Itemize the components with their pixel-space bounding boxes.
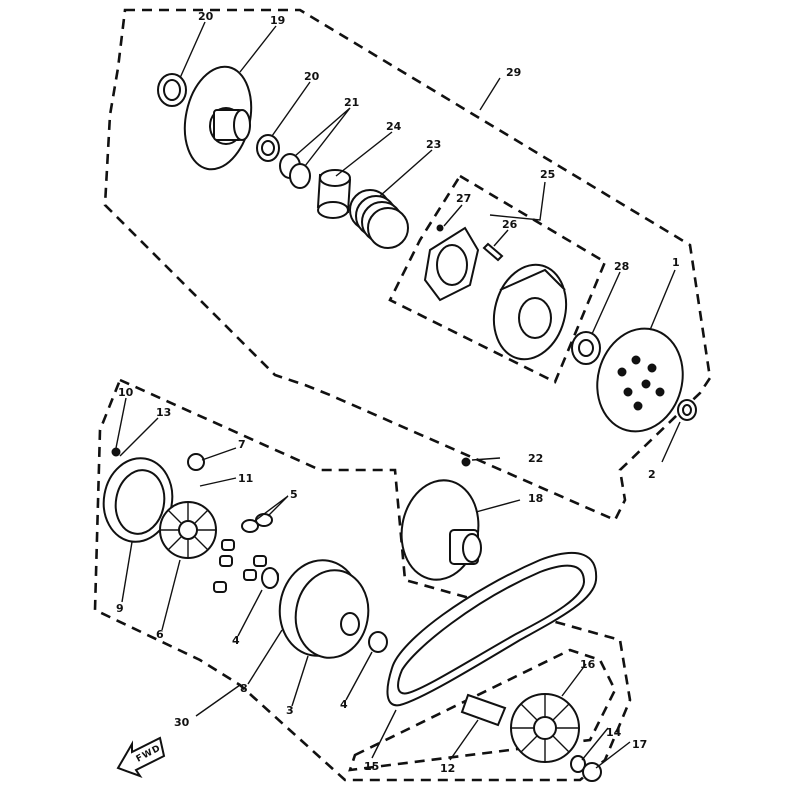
callout-9: 9	[116, 602, 124, 615]
callout-25: 25	[540, 168, 555, 181]
callout-27: 27	[456, 192, 471, 205]
washer-4-right	[368, 631, 388, 653]
nut-2	[677, 399, 697, 421]
callout-13: 13	[156, 406, 171, 419]
callout-15: 15	[364, 760, 379, 773]
washer-28	[571, 331, 601, 365]
ramp-plate-6	[159, 501, 217, 559]
callout-22: 22	[528, 452, 543, 465]
callout-4-right: 4	[340, 698, 348, 711]
callout-21: 21	[344, 96, 359, 109]
slider-5	[241, 513, 273, 533]
seal-20-top	[157, 73, 187, 107]
clutch-housing-1	[596, 327, 684, 433]
sheave-19	[183, 65, 253, 171]
group-outline-25	[388, 174, 607, 384]
callout-4-left: 4	[232, 634, 240, 647]
callout-20-top: 20	[198, 10, 214, 23]
callout-11: 11	[238, 472, 253, 485]
o-rings-21	[279, 153, 311, 189]
callout-20-mid: 20	[304, 70, 320, 83]
collar-4-left	[261, 567, 279, 589]
callout-23: 23	[426, 138, 441, 151]
spacer-12	[460, 693, 507, 727]
arrow-icon: FWD	[116, 736, 166, 778]
callout-24: 24	[386, 120, 402, 133]
plate-27	[423, 224, 480, 302]
callout-8: 8	[240, 682, 248, 695]
callout-29: 29	[506, 66, 521, 79]
pin-26	[482, 242, 504, 262]
callout-2: 2	[648, 468, 656, 481]
leader-lines	[115, 21, 681, 769]
callout-6: 6	[156, 628, 164, 641]
group-outline-29	[103, 8, 712, 522]
cover-13	[102, 457, 174, 543]
callout-26: 26	[502, 218, 518, 231]
callout-3: 3	[286, 704, 294, 717]
callout-30: 30	[174, 716, 190, 729]
pin-22	[461, 457, 471, 467]
callout-19: 19	[270, 14, 285, 27]
collar-24	[316, 169, 352, 219]
callout-16: 16	[580, 658, 596, 671]
callout-28: 28	[614, 260, 629, 273]
callout-14: 14	[606, 726, 622, 739]
callout-7: 7	[238, 438, 246, 451]
callout-17: 17	[632, 738, 647, 751]
group-outline-16	[348, 648, 617, 772]
fan-16	[510, 693, 580, 763]
callout-10: 10	[118, 386, 134, 399]
callout-labels: 20 19 20 21 24 23 29 25 27 26 28 1 2 10 …	[116, 10, 680, 775]
bolt-10	[111, 447, 121, 457]
callout-5: 5	[290, 488, 298, 501]
v-belt-15	[386, 551, 598, 707]
washer-14	[570, 755, 586, 773]
primary-sheave-3	[278, 559, 370, 659]
nut-7	[187, 453, 205, 471]
callout-1: 1	[672, 256, 680, 269]
spring-23	[349, 189, 409, 249]
callout-18: 18	[528, 492, 543, 505]
clutch-shoe-25	[492, 263, 568, 361]
pulley-18	[400, 479, 482, 581]
callout-12: 12	[440, 762, 455, 775]
seal-20-mid	[256, 134, 280, 162]
